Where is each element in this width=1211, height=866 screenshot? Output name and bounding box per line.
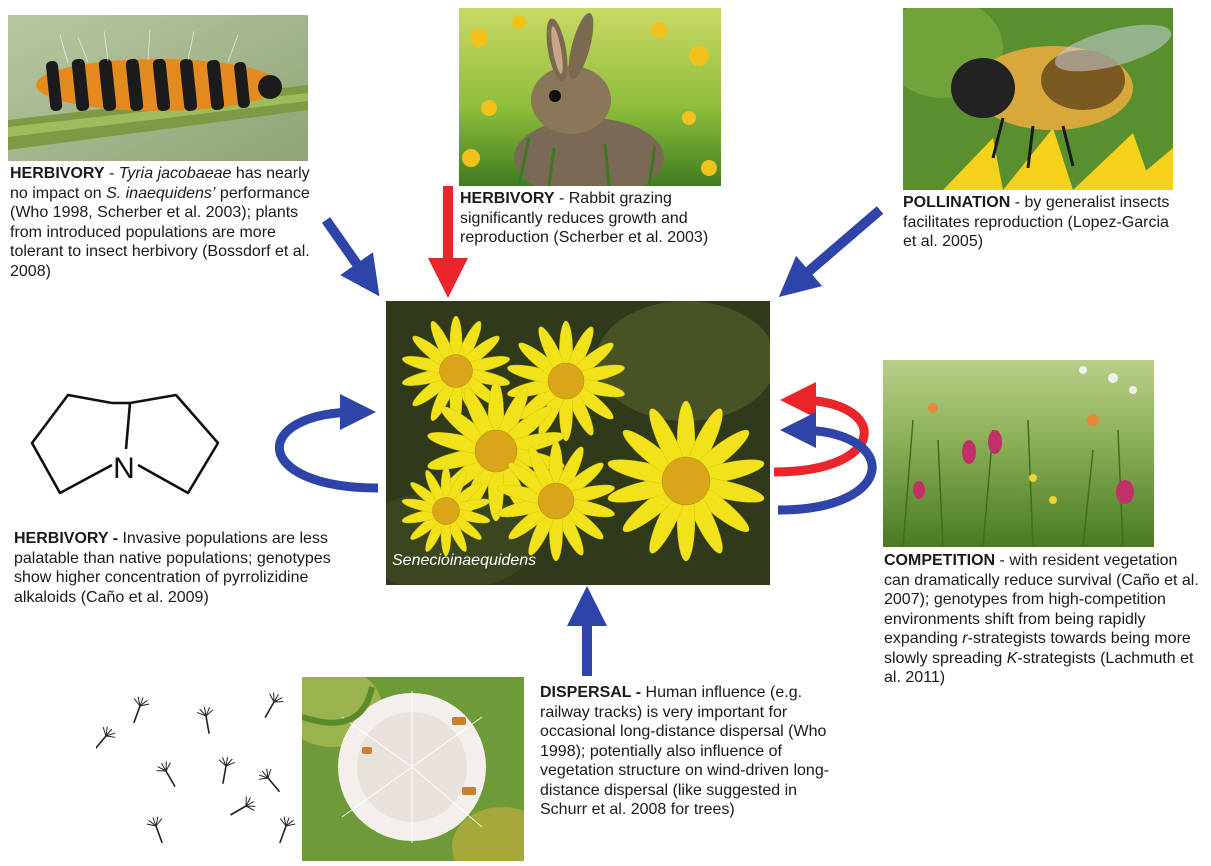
caption-caterpillar: HERBIVORY - Tyria jacobaeae has nearly n…	[10, 164, 330, 281]
caption-heading: POLLINATION	[903, 194, 1010, 211]
arrow-caterpillar	[326, 220, 368, 280]
arrow-alkaloid-loop	[279, 412, 378, 488]
caption-heading: HERBIVORY	[460, 190, 555, 207]
caption-heading: COMPETITION	[884, 552, 995, 569]
arrow-bee	[794, 210, 880, 284]
caption-heading: HERBIVORY	[10, 165, 105, 182]
caption-alkaloid: HERBIVORY - Invasive populations are les…	[14, 529, 364, 607]
species-label: Senecioinaequidens	[392, 552, 536, 570]
caption-bee: POLLINATION - by generalist insects faci…	[903, 193, 1173, 252]
caption-dispersal: DISPERSAL - Human influence (e.g. railwa…	[540, 683, 840, 820]
caption-rabbit: HERBIVORY - Rabbit grazing significantly…	[460, 189, 740, 248]
caption-competition: COMPETITION - with resident vegetation c…	[884, 551, 1204, 688]
caption-heading: HERBIVORY -	[14, 530, 118, 547]
caption-heading: DISPERSAL -	[540, 684, 641, 701]
